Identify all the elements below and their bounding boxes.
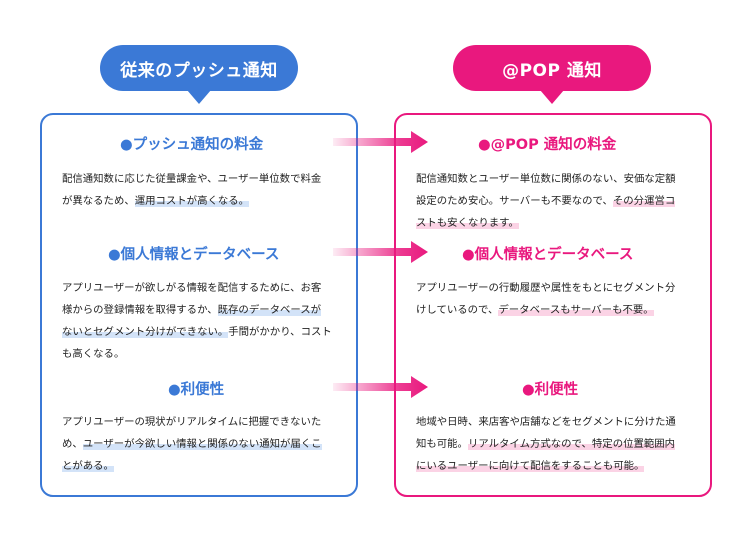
conventional-push-title: 従来のプッシュ通知 — [120, 60, 278, 81]
body-text: アプリユーザーが欲しがる情報を配信するために、お客 — [62, 282, 322, 294]
body-text: アプリユーザーの現状がリアルタイムに把握できないた — [62, 416, 322, 428]
text-line: 設定のため安心。サーバーも不要なので、その分運営コ — [416, 190, 706, 212]
text-line: め、ユーザーが今欲しい情報と関係のない通知が届くこ — [62, 433, 352, 455]
body-text: め、 — [62, 438, 83, 450]
text-line: けしているので、データベースもサーバーも不要。 — [416, 299, 706, 321]
title-badge-pointer — [187, 90, 211, 104]
text-line: 配信通知数に応じた従量課金や、ユーザー単位数で料金 — [62, 168, 352, 190]
text-line: が異なるため、運用コストが高くなる。 — [62, 190, 352, 212]
body-text: 配信通知数に応じた従量課金や、ユーザー単位数で料金 — [62, 173, 322, 185]
highlighted-text: とがある。 — [62, 460, 114, 472]
text-line: アプリユーザーの現状がリアルタイムに把握できないた — [62, 411, 352, 433]
body-text: も高くなる。 — [62, 348, 125, 360]
body-text: 手間がかかり、コスト — [228, 326, 332, 338]
highlighted-text: ユーザーが今欲しい情報と関係のない通知が届くこ — [82, 438, 322, 450]
text-line: とがある。 — [62, 455, 352, 477]
arrow-right-icon — [333, 376, 428, 398]
body-text: 様からの登録情報を取得するか、 — [62, 304, 218, 316]
highlighted-text: 既存のデータベースが — [217, 304, 322, 316]
highlighted-text: 運用コストが高くなる。 — [134, 195, 250, 207]
right-heading-convenience: ●利便性 — [522, 382, 579, 398]
text-line: にいるユーザーに向けて配信をすることも可能。 — [416, 455, 706, 477]
text-line: 地域や日時、来店客や店舗などをセグメントに分けた通 — [416, 411, 706, 433]
body-text: 地域や日時、来店客や店舗などをセグメントに分けた通 — [416, 416, 676, 428]
left-body-data: アプリユーザーが欲しがる情報を配信するために、お客様からの登録情報を取得するか、… — [62, 277, 352, 365]
title-badge-pointer — [540, 90, 564, 104]
body-text: 知も可能。 — [416, 438, 468, 450]
body-text: が異なるため、 — [62, 195, 135, 207]
text-line: ないとセグメント分けができない。手間がかかり、コスト — [62, 321, 352, 343]
arrow-right-icon — [333, 241, 428, 263]
left-heading-convenience: ●利便性 — [168, 382, 225, 398]
right-body-pricing: 配信通知数とユーザー単位数に関係のない、安価な定額設定のため安心。サーバーも不要… — [416, 168, 706, 234]
text-line: 配信通知数とユーザー単位数に関係のない、安価な定額 — [416, 168, 706, 190]
atpop-title-badge: @POP 通知 — [453, 45, 651, 104]
right-heading-pricing: ●@POP 通知の料金 — [478, 137, 617, 153]
left-heading-pricing: ●プッシュ通知の料金 — [120, 137, 264, 153]
left-body-pricing: 配信通知数に応じた従量課金や、ユーザー単位数で料金が異なるため、運用コストが高く… — [62, 168, 352, 212]
right-heading-data: ●個人情報とデータベース — [462, 247, 634, 263]
left-heading-data: ●個人情報とデータベース — [108, 247, 280, 263]
highlighted-text: ないとセグメント分けができない。 — [62, 326, 229, 338]
text-line: ストも安くなります。 — [416, 212, 706, 234]
highlighted-text: データベースもサーバーも不要。 — [498, 304, 654, 316]
body-text: けしているので、 — [416, 304, 499, 316]
text-line: も高くなる。 — [62, 343, 352, 365]
body-text: アプリユーザーの行動履歴や属性をもとにセグメント分 — [416, 282, 676, 294]
atpop-title: @POP 通知 — [502, 60, 602, 81]
text-line: アプリユーザーの行動履歴や属性をもとにセグメント分 — [416, 277, 706, 299]
body-text: 設定のため安心。サーバーも不要なので、 — [416, 195, 613, 207]
highlighted-text: にいるユーザーに向けて配信をすることも可能。 — [416, 460, 645, 472]
highlighted-text: その分運営コ — [612, 195, 676, 207]
arrow-right-icon — [333, 131, 428, 153]
conventional-push-title-badge: 従来のプッシュ通知 — [100, 45, 298, 104]
highlighted-text: リアルタイム方式なので、特定の位置範囲内 — [467, 438, 676, 450]
text-line: 様からの登録情報を取得するか、既存のデータベースが — [62, 299, 352, 321]
left-body-convenience: アプリユーザーの現状がリアルタイムに把握できないため、ユーザーが今欲しい情報と関… — [62, 411, 352, 477]
right-body-data: アプリユーザーの行動履歴や属性をもとにセグメント分けしているので、データベースも… — [416, 277, 706, 321]
right-body-convenience: 地域や日時、来店客や店舗などをセグメントに分けた通知も可能。リアルタイム方式なの… — [416, 411, 706, 477]
text-line: アプリユーザーが欲しがる情報を配信するために、お客 — [62, 277, 352, 299]
body-text: 配信通知数とユーザー単位数に関係のない、安価な定額 — [416, 173, 676, 185]
text-line: 知も可能。リアルタイム方式なので、特定の位置範囲内 — [416, 433, 706, 455]
highlighted-text: ストも安くなります。 — [416, 217, 519, 229]
